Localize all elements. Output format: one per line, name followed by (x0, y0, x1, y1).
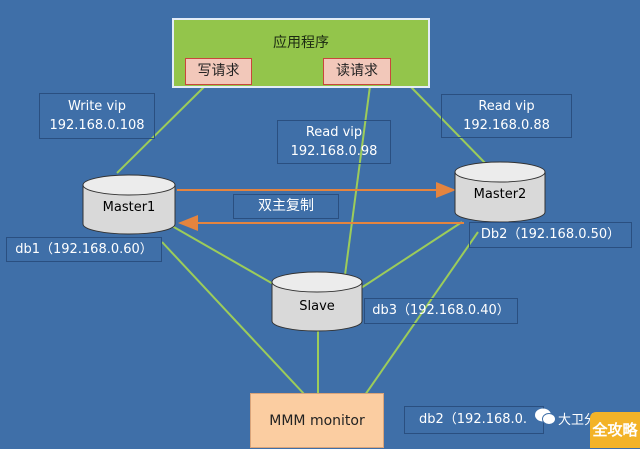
wechat-icon (534, 407, 556, 431)
read-vip-slave-box: Read vip 192.168.0.98 (277, 120, 391, 164)
db2-host-box: Db2（192.168.0.50） (469, 222, 632, 248)
db1-host-box: db1（192.168.0.60） (6, 237, 162, 262)
application-title: 应用程序 (273, 35, 329, 51)
read-vip-slave-ip: 192.168.0.98 (290, 144, 378, 159)
write-vip-ip: 192.168.0.108 (49, 118, 145, 133)
master2-label: Master2 (473, 187, 527, 202)
read-vip-master2-box: Read vip 192.168.0.88 (441, 94, 572, 138)
mmm-monitor-box: MMM monitor (250, 393, 384, 448)
read-vip-master2-label: Read vip (478, 99, 535, 114)
read-vip-master2-ip: 192.168.0.88 (463, 118, 550, 133)
cylinder-slave (271, 271, 363, 332)
master1-label: Master1 (102, 200, 156, 215)
write-vip-label: Write vip (67, 99, 126, 114)
connector-lines (116, 85, 489, 396)
replication-label: 双主复制 (233, 194, 339, 219)
slave-label: Slave (299, 299, 335, 314)
read-vip-slave-label: Read vip (305, 125, 363, 140)
db3-host-box: db3（192.168.0.40） (364, 298, 518, 324)
db2-host-box-bottom: db2（192.168.0. (404, 406, 544, 434)
watermark-logo: 全攻略 (590, 412, 640, 448)
application-box: 应用程序 写请求 读请求 (172, 18, 430, 88)
cylinder-master2 (454, 161, 546, 223)
write-request-box: 写请求 (185, 58, 252, 85)
cylinder-master1 (82, 174, 176, 235)
write-vip-box: Write vip 192.168.0.108 (39, 93, 155, 139)
read-request-box: 读请求 (323, 58, 391, 85)
